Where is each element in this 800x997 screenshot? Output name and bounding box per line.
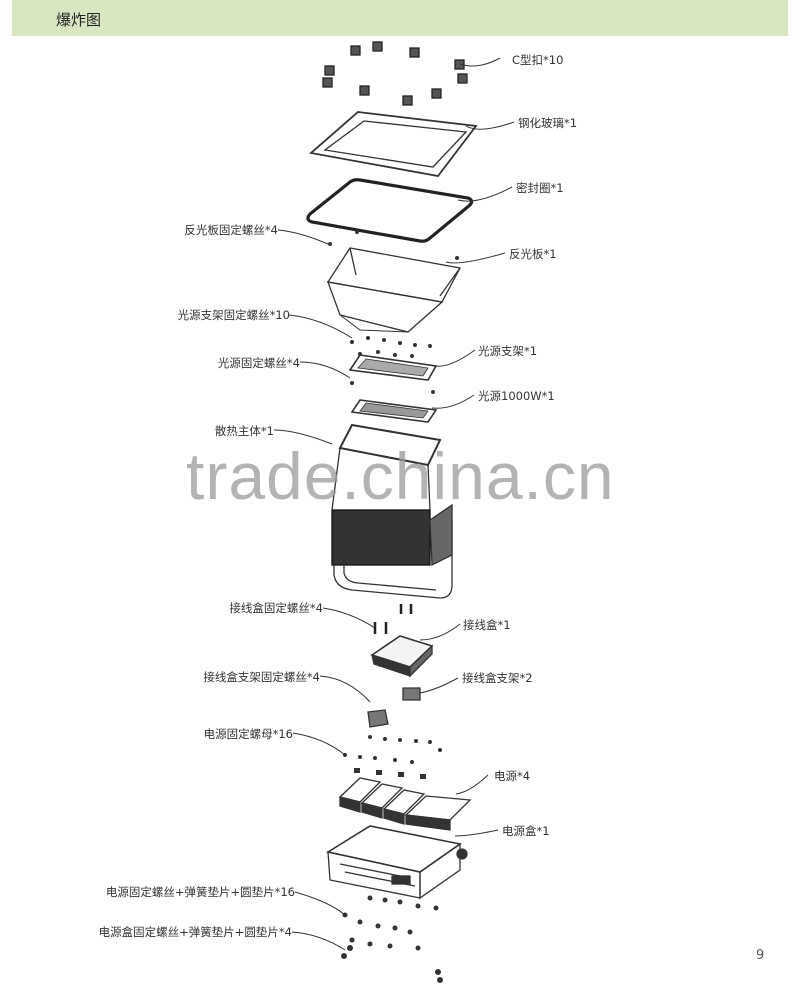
label-light-bracket-screw: 光源支架固定螺丝*10 [177, 308, 290, 322]
label-junction-box: 接线盒*1 [463, 618, 511, 632]
light-source [350, 399, 438, 423]
label-c-clip: C型扣*10 [512, 53, 564, 67]
section-title: 爆炸图 [56, 11, 102, 29]
label-junction-box-screw: 接线盒固定螺丝*4 [229, 601, 323, 615]
page-number: 9 [756, 948, 765, 963]
label-power-screw-washer: 电源固定螺丝+弹簧垫片+圆垫片*16 [105, 885, 295, 899]
label-light-source: 光源1000W*1 [478, 389, 555, 403]
label-power-box-screw-washer: 电源盒固定螺丝+弹簧垫片+圆垫片*4 [98, 925, 292, 939]
label-tempered-glass: 钢化玻璃*1 [518, 116, 578, 130]
junction-box-brackets [367, 687, 421, 728]
c-clips [322, 41, 468, 106]
label-reflector-screw: 反光板固定螺丝*4 [184, 223, 278, 237]
power-box-screws [341, 945, 443, 983]
label-reflector: 反光板*1 [509, 247, 557, 261]
light-bracket [348, 354, 438, 381]
junction-box-screws [373, 604, 413, 634]
label-seal-ring: 密封圈*1 [516, 181, 564, 195]
junction-box [370, 635, 434, 678]
label-power-box: 电源盒*1 [502, 824, 550, 838]
label-light-source-screw: 光源固定螺丝*4 [217, 356, 300, 370]
watermark: trade.china.cn [186, 439, 615, 513]
section-header: 爆炸图 [12, 0, 788, 36]
reflector-screws [328, 230, 459, 260]
label-power-supply: 电源*4 [494, 769, 531, 783]
label-junction-bracket-screw: 接线盒支架固定螺丝*4 [203, 670, 320, 684]
light-source-screws [350, 381, 435, 394]
seal-ring [306, 178, 474, 243]
power-fixing-screws [342, 895, 439, 951]
label-power-nut: 电源固定螺母*16 [203, 727, 293, 741]
reflector [326, 247, 461, 333]
power-box [325, 825, 468, 900]
leader-lines [273, 57, 515, 951]
power-nuts [343, 735, 442, 779]
label-light-bracket: 光源支架*1 [478, 344, 538, 358]
power-supplies [338, 777, 472, 831]
tempered-glass [308, 111, 478, 177]
label-heatsink-body: 散热主体*1 [214, 424, 274, 438]
label-junction-bracket: 接线盒支架*2 [462, 671, 533, 685]
heatsink-body [331, 423, 453, 599]
